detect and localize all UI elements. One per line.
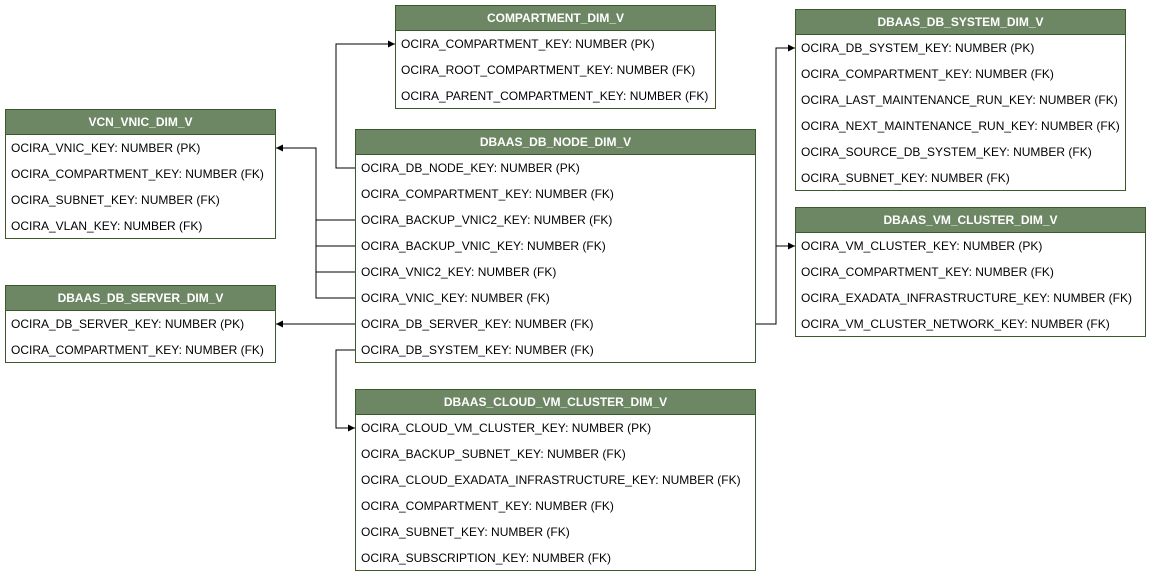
- connector-db-node-to-cloud-vm-cluster: [335, 349, 356, 432]
- column-row: OCIRA_VM_CLUSTER_KEY: NUMBER (PK): [801, 239, 1043, 253]
- column-row: OCIRA_DB_SYSTEM_KEY: NUMBER (PK): [801, 41, 1035, 55]
- column-row: OCIRA_SUBNET_KEY: NUMBER (FK): [11, 193, 220, 207]
- column-row: OCIRA_VNIC2_KEY: NUMBER (FK): [361, 265, 557, 279]
- column-row: OCIRA_BACKUP_SUBNET_KEY: NUMBER (FK): [361, 447, 626, 461]
- column-row: OCIRA_VNIC_KEY: NUMBER (PK): [11, 141, 201, 155]
- column-row: OCIRA_ROOT_COMPARTMENT_KEY: NUMBER (FK): [401, 63, 696, 77]
- column-row: OCIRA_PARENT_COMPARTMENT_KEY: NUMBER (FK…: [401, 89, 709, 103]
- column-row: OCIRA_LAST_MAINTENANCE_RUN_KEY: NUMBER (…: [801, 93, 1118, 107]
- table-dbaas-db-system-dim-v[interactable]: DBAAS_DB_SYSTEM_DIM_V OCIRA_DB_SYSTEM_KE…: [795, 9, 1126, 191]
- table-vcn-vnic-dim-v[interactable]: VCN_VNIC_DIM_V OCIRA_VNIC_KEY: NUMBER (P…: [5, 109, 276, 239]
- table-title: DBAAS_VM_CLUSTER_DIM_V: [796, 208, 1145, 233]
- table-title: DBAAS_DB_NODE_DIM_V: [356, 130, 755, 155]
- column-row: OCIRA_COMPARTMENT_KEY: NUMBER (FK): [11, 167, 264, 181]
- column-row: OCIRA_DB_SYSTEM_KEY: NUMBER (FK): [361, 343, 594, 357]
- table-title: COMPARTMENT_DIM_V: [396, 6, 715, 31]
- column-row: OCIRA_SUBSCRIPTION_KEY: NUMBER (FK): [361, 551, 612, 565]
- table-title: DBAAS_DB_SYSTEM_DIM_V: [796, 10, 1125, 35]
- table-dbaas-db-node-dim-v[interactable]: DBAAS_DB_NODE_DIM_V OCIRA_DB_NODE_KEY: N…: [355, 129, 756, 363]
- table-title: DBAAS_CLOUD_VM_CLUSTER_DIM_V: [356, 390, 755, 415]
- table-dbaas-vm-cluster-dim-v[interactable]: DBAAS_VM_CLUSTER_DIM_V OCIRA_VM_CLUSTER_…: [795, 207, 1146, 337]
- table-dbaas-cloud-vm-cluster-dim-v[interactable]: DBAAS_CLOUD_VM_CLUSTER_DIM_V OCIRA_CLOUD…: [355, 389, 756, 571]
- column-row: OCIRA_VNIC_KEY: NUMBER (FK): [361, 291, 550, 305]
- column-row: OCIRA_VM_CLUSTER_NETWORK_KEY: NUMBER (FK…: [801, 317, 1110, 331]
- column-row: OCIRA_DB_SERVER_KEY: NUMBER (FK): [361, 317, 594, 331]
- connector-db-node-vnic-to-vnic: [315, 220, 356, 299]
- column-row: OCIRA_VLAN_KEY: NUMBER (FK): [11, 219, 203, 233]
- table-title: DBAAS_DB_SERVER_DIM_V: [6, 286, 275, 311]
- connector-db-node-to-db-system: [756, 44, 795, 325]
- column-row: OCIRA_COMPARTMENT_KEY: NUMBER (PK): [401, 37, 655, 51]
- column-row: OCIRA_CLOUD_VM_CLUSTER_KEY: NUMBER (PK): [361, 421, 652, 435]
- column-row: OCIRA_NEXT_MAINTENANCE_RUN_KEY: NUMBER (…: [801, 119, 1120, 133]
- column-row: OCIRA_BACKUP_VNIC2_KEY: NUMBER (FK): [361, 213, 613, 227]
- table-dbaas-db-server-dim-v[interactable]: DBAAS_DB_SERVER_DIM_V OCIRA_DB_SERVER_KE…: [5, 285, 276, 363]
- column-row: OCIRA_SUBNET_KEY: NUMBER (FK): [801, 171, 1010, 185]
- table-compartment-dim-v[interactable]: COMPARTMENT_DIM_V OCIRA_COMPARTMENT_KEY:…: [395, 5, 716, 109]
- column-row: OCIRA_SUBNET_KEY: NUMBER (FK): [361, 525, 570, 539]
- column-row: OCIRA_COMPARTMENT_KEY: NUMBER (FK): [361, 499, 614, 513]
- column-row: OCIRA_DB_SERVER_KEY: NUMBER (PK): [11, 317, 245, 331]
- column-row: OCIRA_BACKUP_VNIC_KEY: NUMBER (FK): [361, 239, 606, 253]
- column-row: OCIRA_CLOUD_EXADATA_INFRASTRUCTURE_KEY: …: [361, 473, 741, 487]
- column-row: OCIRA_COMPARTMENT_KEY: NUMBER (FK): [11, 343, 264, 357]
- column-row: OCIRA_EXADATA_INFRASTRUCTURE_KEY: NUMBER…: [801, 291, 1132, 305]
- column-row: OCIRA_COMPARTMENT_KEY: NUMBER (FK): [801, 67, 1054, 81]
- column-row: OCIRA_DB_NODE_KEY: NUMBER (PK): [361, 161, 580, 175]
- connector-db-node-backup-vnic2-to-vnic: [276, 144, 356, 221]
- connector-db-node-to-compartment: [335, 40, 395, 169]
- column-row: OCIRA_SOURCE_DB_SYSTEM_KEY: NUMBER (FK): [801, 145, 1092, 159]
- column-row: OCIRA_COMPARTMENT_KEY: NUMBER (FK): [801, 265, 1054, 279]
- table-title: VCN_VNIC_DIM_V: [6, 110, 275, 135]
- column-row: OCIRA_COMPARTMENT_KEY: NUMBER (FK): [361, 187, 614, 201]
